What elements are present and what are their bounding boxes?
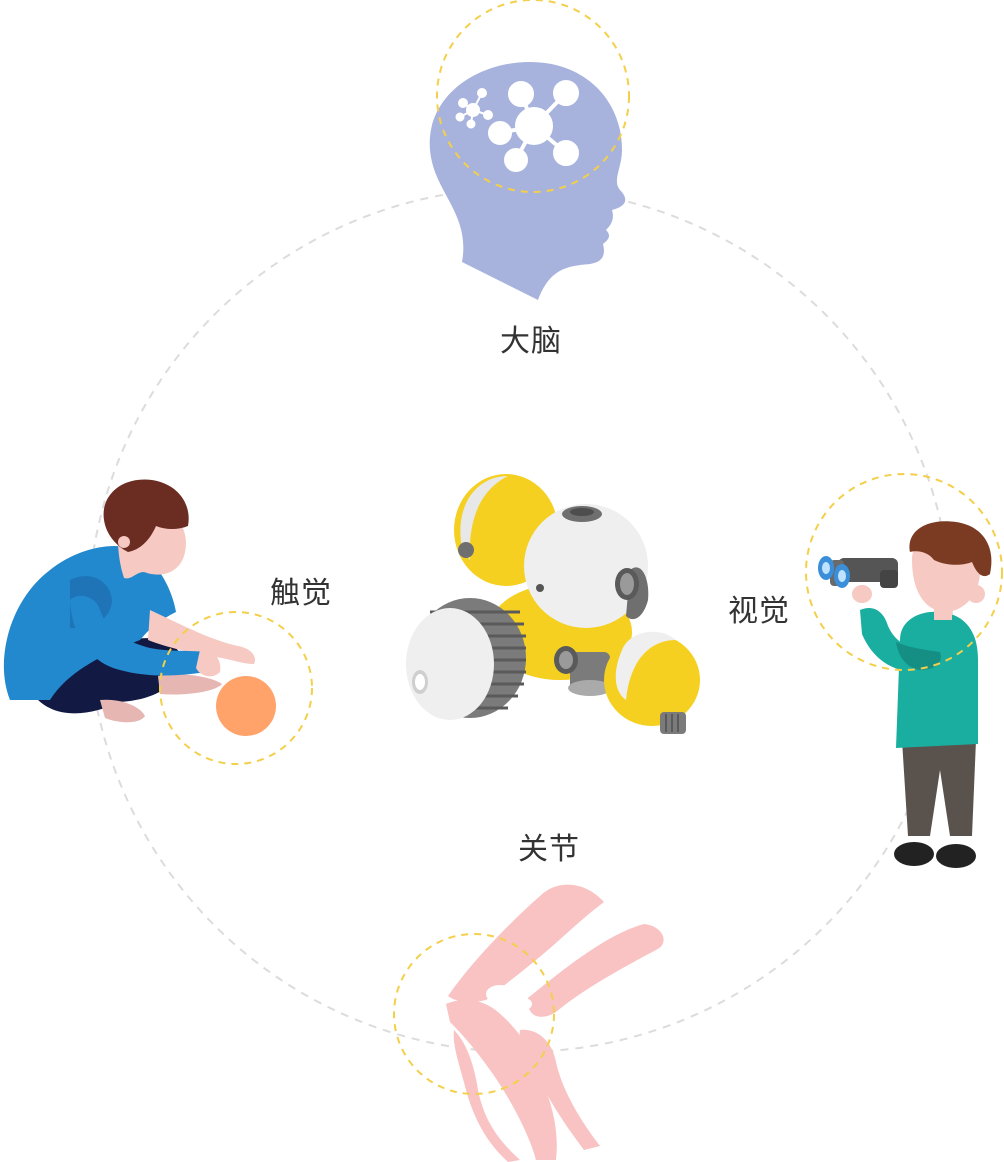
- vision-highlight-ring: [805, 473, 1003, 671]
- label-joint: 关节: [518, 832, 580, 867]
- label-brain: 大脑: [500, 324, 562, 359]
- knee-joint-gap: [486, 985, 532, 1010]
- ball-icon: [216, 676, 276, 736]
- knee-joint-icon: [446, 884, 664, 1162]
- modular-robot-icon: [406, 474, 700, 734]
- label-vision: 视觉: [728, 594, 790, 629]
- child-touching-ball-icon: [3, 479, 256, 723]
- touch-highlight-ring: [159, 611, 313, 765]
- joint-highlight-ring: [393, 933, 555, 1095]
- child-with-binoculars-icon: [818, 521, 992, 868]
- label-touch: 触觉: [270, 576, 332, 611]
- brain-highlight-ring: [436, 0, 630, 193]
- brain-network-icon: [429, 62, 626, 300]
